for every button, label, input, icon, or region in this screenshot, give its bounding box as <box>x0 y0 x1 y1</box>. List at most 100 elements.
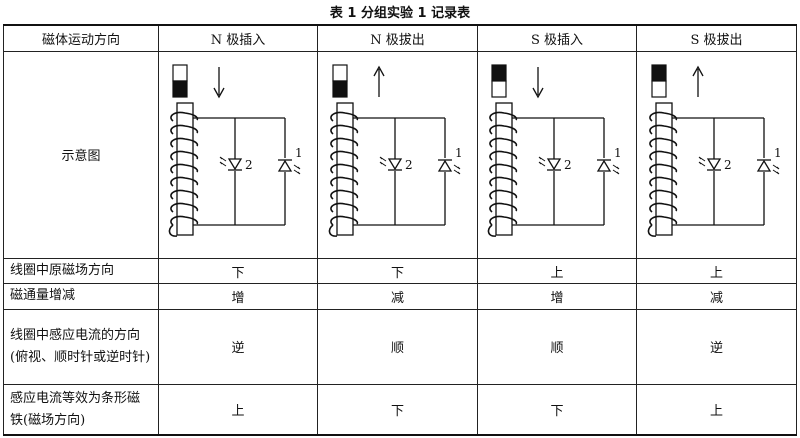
coil-winding <box>329 124 358 135</box>
led-2-body <box>387 158 402 171</box>
circuit-diagram: 21 <box>328 64 463 237</box>
led-1-rays <box>612 164 620 175</box>
header-cell: 磁体运动方向 <box>3 23 159 52</box>
table-cell: 增 <box>158 283 318 310</box>
coil-tube <box>495 102 513 236</box>
coil-winding <box>648 215 677 226</box>
magnet-top-pole <box>491 64 507 82</box>
coil-winding <box>329 189 358 200</box>
led-1-rays <box>453 164 460 175</box>
led-1-label: 1 <box>774 146 782 160</box>
table-cell: 减 <box>317 283 478 310</box>
table-cell: 上 <box>158 384 318 437</box>
coil-winding <box>170 176 199 187</box>
coil-winding <box>170 150 199 161</box>
led-2-rays <box>379 156 386 167</box>
table-cell: 上 <box>477 258 637 285</box>
coil-lead <box>487 224 497 237</box>
coil-winding <box>329 202 358 213</box>
row-label: 感应电流等效为条形磁铁(磁场方向) <box>3 384 159 437</box>
coil-winding <box>170 189 199 200</box>
row-label: 磁通量增减 <box>3 283 159 310</box>
led-2-rays <box>698 156 705 167</box>
coil-tube <box>654 102 673 236</box>
row-label: 线圈中原磁场方向 <box>3 258 159 285</box>
led-1-body <box>596 159 612 172</box>
header-cell: S 极拔出 <box>636 23 797 52</box>
motion-arrow-head <box>372 65 385 77</box>
circuit-diagram: 21 <box>168 64 303 237</box>
magnet-top-pole <box>331 64 348 82</box>
coil-winding <box>170 215 199 226</box>
magnet-bottom-pole <box>491 80 507 98</box>
table-cell: 下 <box>477 384 637 437</box>
table-cell: 上 <box>636 384 797 437</box>
table-title: 表 1 分组实验 1 记录表 <box>329 6 471 21</box>
led-1-body <box>277 159 293 172</box>
table-cell: 下 <box>317 258 478 285</box>
coil-winding <box>648 202 677 213</box>
coil-winding <box>329 176 358 187</box>
magnet-bottom-pole <box>172 80 188 98</box>
coil-winding <box>170 137 199 148</box>
coil-winding <box>648 163 677 174</box>
header-cell: S 极插入 <box>477 23 637 52</box>
coil-winding <box>489 137 518 148</box>
table-row: 感应电流等效为条形磁铁(磁场方向) 上 下 下 上 <box>3 384 797 437</box>
coil-winding <box>648 176 677 187</box>
coil-winding <box>489 150 518 161</box>
coil-winding <box>329 150 358 161</box>
led-1-rays <box>772 164 779 175</box>
coil-winding <box>170 202 199 213</box>
coil-winding <box>329 163 358 174</box>
coil-winding <box>170 124 199 135</box>
motion-arrow-head <box>691 65 704 77</box>
table-row: 磁通量增减 增 减 增 减 <box>3 283 797 310</box>
circuit-diagram: 21 <box>487 64 622 237</box>
table-cell: 下 <box>317 384 478 437</box>
coil-lead <box>647 224 656 237</box>
header-cell: N 极拔出 <box>317 23 478 52</box>
coil-winding <box>329 215 358 226</box>
coil-winding <box>489 176 518 187</box>
table-cell: 下 <box>158 258 318 285</box>
led-1-rays <box>293 164 301 175</box>
table-cell: 减 <box>636 283 797 310</box>
magnet-top-pole <box>650 64 667 82</box>
led-1-label: 1 <box>295 146 303 160</box>
led-2-rays <box>219 156 227 167</box>
led-2-label: 2 <box>564 158 572 172</box>
row-label: 线圈中感应电流的方向(俯视、顺时针或逆时针) <box>3 308 159 386</box>
coil-winding <box>489 189 518 200</box>
coil-winding <box>329 137 358 148</box>
coil-lead <box>168 224 178 237</box>
table-row: 线圈中原磁场方向 下 下 上 上 <box>3 258 797 285</box>
table-cell: 增 <box>477 283 637 310</box>
table-cell: 顺 <box>477 308 637 386</box>
led-2-body <box>546 158 562 171</box>
coil-tube <box>335 102 354 236</box>
row-label: 示意图 <box>3 50 159 260</box>
table-cell: 顺 <box>317 308 478 386</box>
table-row: 线圈中感应电流的方向(俯视、顺时针或逆时针) 逆 顺 顺 逆 <box>3 308 797 386</box>
coil-winding <box>648 189 677 200</box>
table-cell: 逆 <box>636 308 797 386</box>
magnet-bottom-pole <box>331 80 348 98</box>
led-1-body <box>437 159 452 172</box>
led-2-rays <box>538 156 546 167</box>
coil-winding <box>648 137 677 148</box>
led-1-body <box>756 159 771 172</box>
coil-lead <box>328 224 337 237</box>
coil-winding <box>489 215 518 226</box>
coil-winding <box>648 124 677 135</box>
coil-winding <box>489 124 518 135</box>
coil-winding <box>170 163 199 174</box>
led-2-label: 2 <box>245 158 253 172</box>
led-1-label: 1 <box>455 146 463 160</box>
motion-arrow-head <box>532 87 544 99</box>
